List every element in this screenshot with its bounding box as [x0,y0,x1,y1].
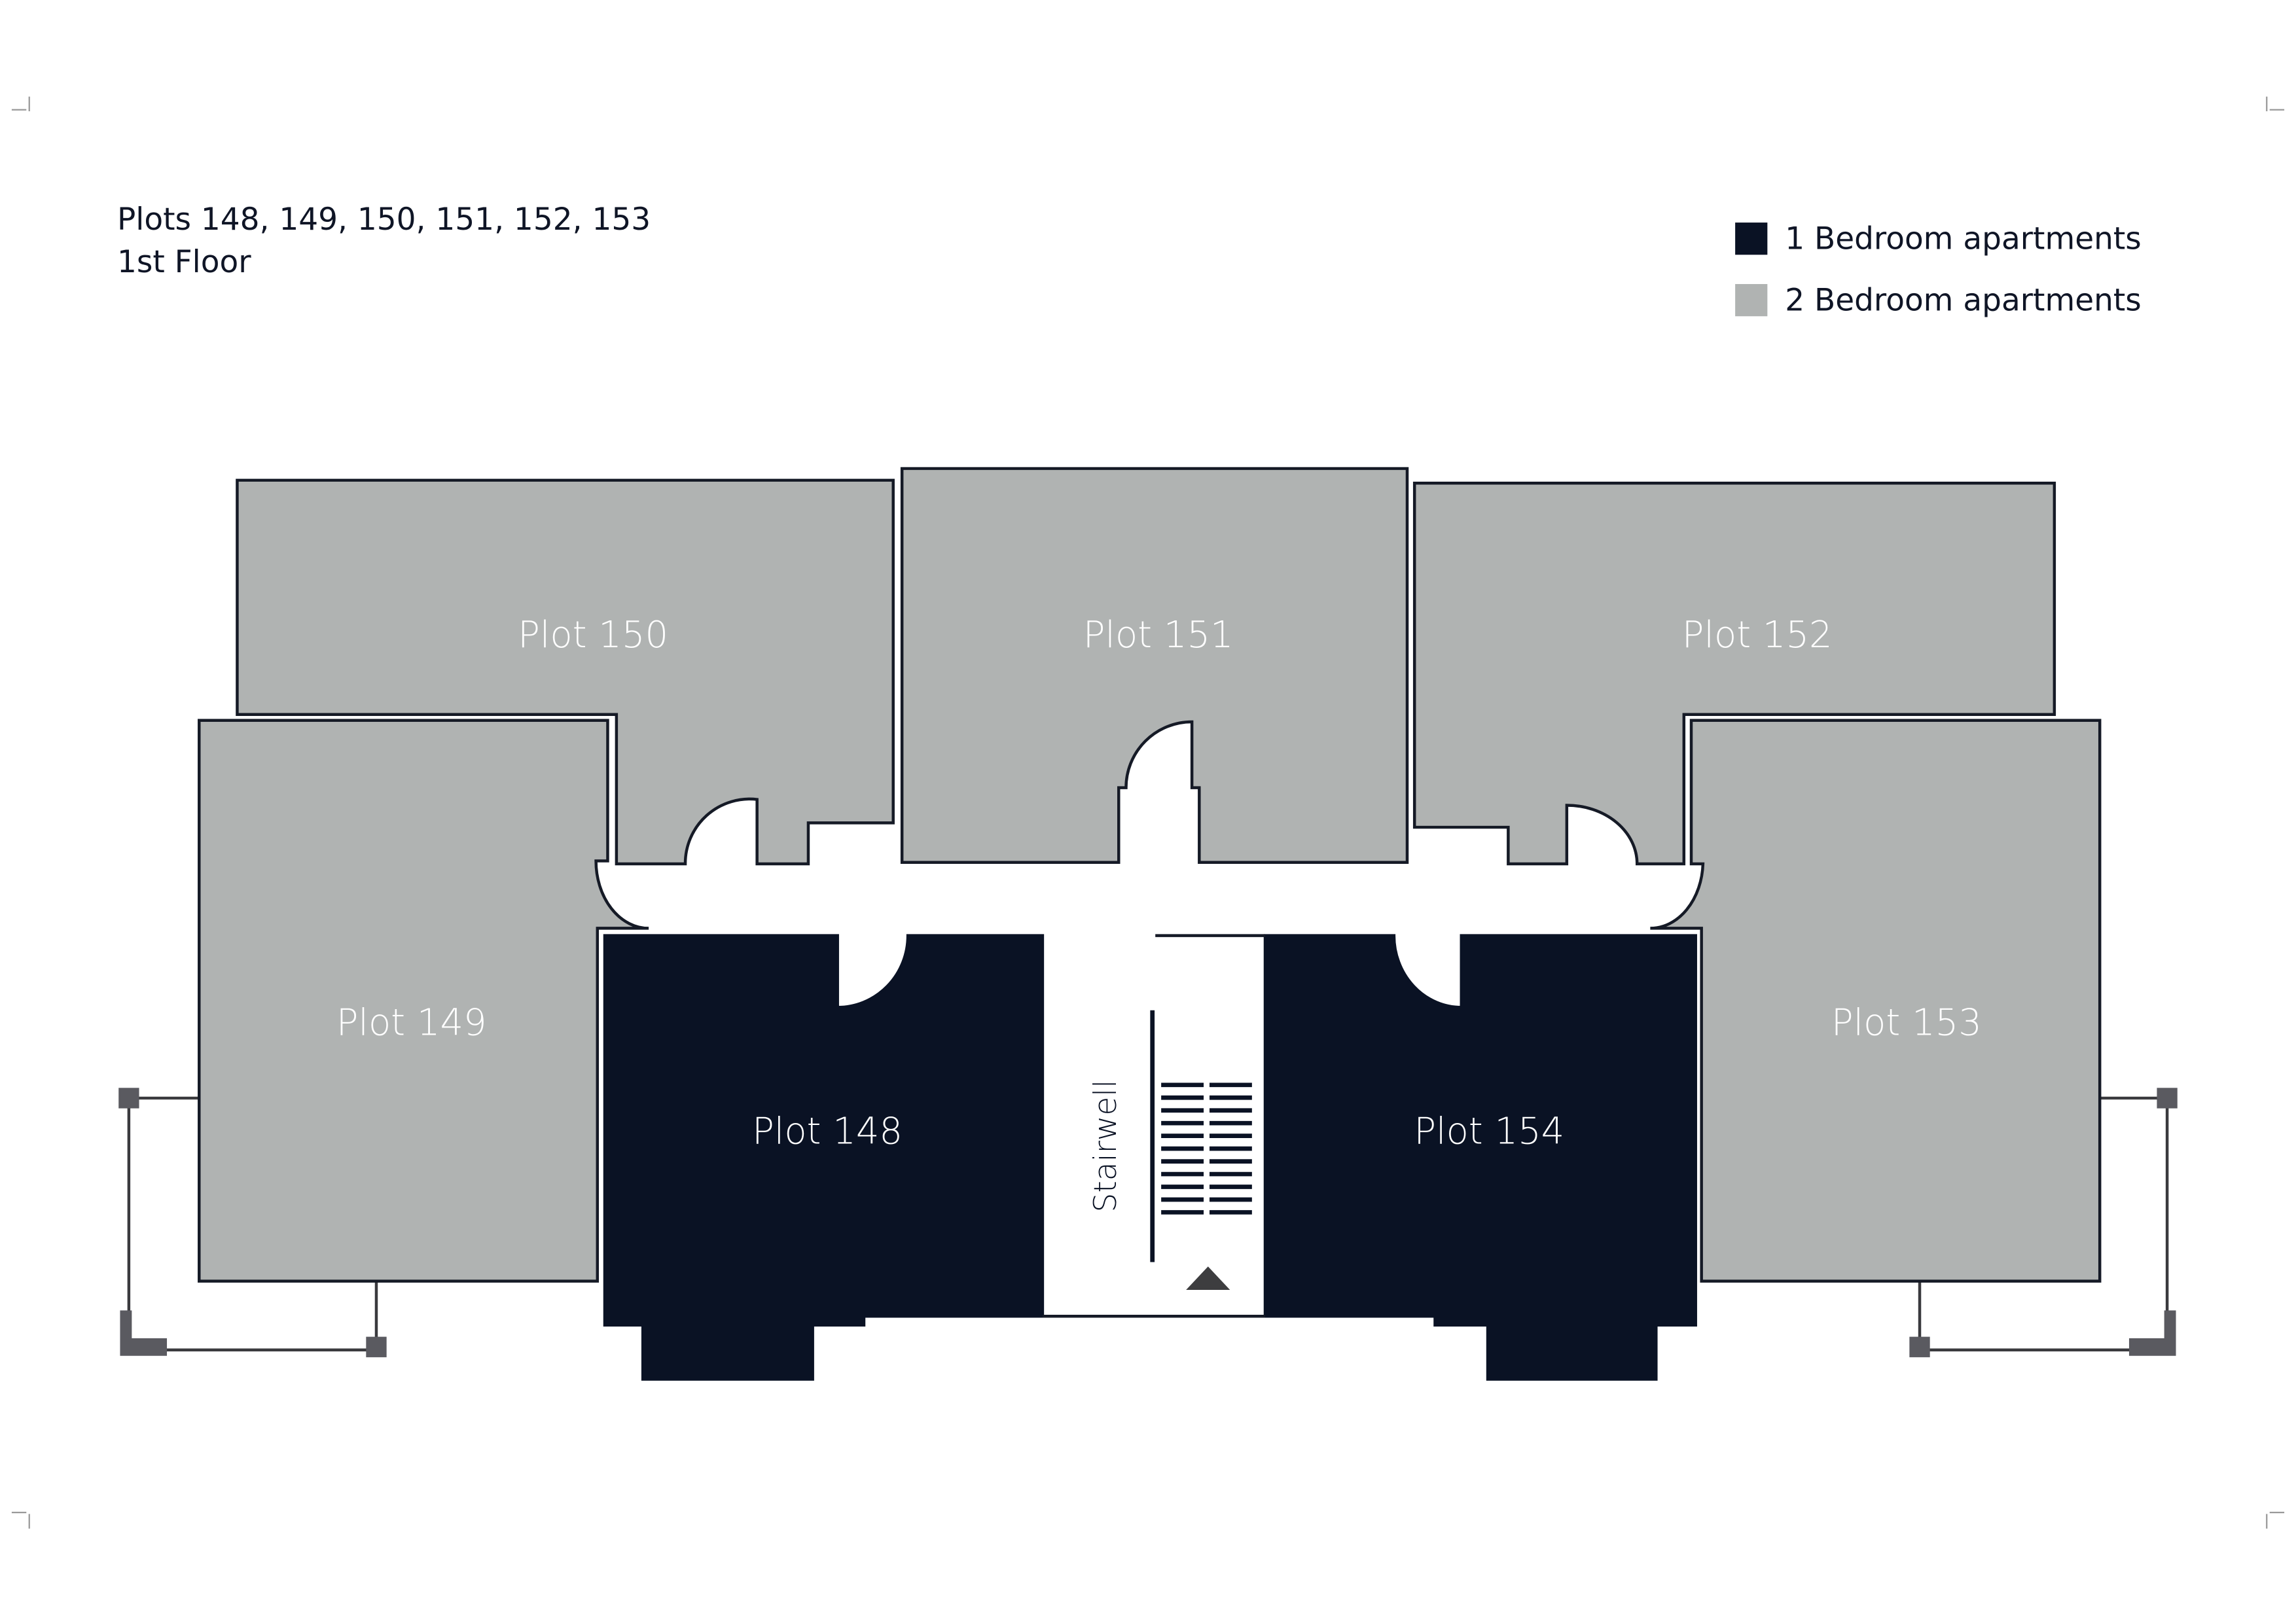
legend-label-2-bedroom: 2 Bedroom apartments [1785,282,2142,318]
plot-152-label: Plot 152 [1682,614,1833,656]
plot-152[interactable] [1412,482,2056,866]
stairwell: Stairwell [1042,934,1265,1318]
plot-153[interactable] [1650,719,2102,1283]
plot-154[interactable] [1263,934,1697,1381]
plot-154-label: Plot 154 [1414,1110,1564,1152]
floor-heading: 1st Floor [117,244,251,280]
plot-149-label: Plot 149 [336,1002,487,1044]
legend-swatch-1-bedroom [1735,223,1768,255]
plots-heading: Plots 148, 149, 150, 151, 152, 153 [117,202,651,238]
plot-148[interactable] [603,934,1045,1381]
legend-label-1-bedroom: 1 Bedroom apartments [1785,221,2142,257]
plot-148-label: Plot 148 [752,1110,903,1152]
plot-151[interactable] [900,467,1409,864]
crop-marks [11,96,2285,1529]
legend: 1 Bedroom apartments 2 Bedroom apartment… [1735,221,2142,318]
balcony-left [118,1088,387,1357]
plot-149[interactable] [198,719,649,1283]
up-arrow-icon [1186,1266,1230,1291]
stairwell-label: Stairwell [1088,1080,1124,1213]
plot-153-label: Plot 153 [1831,1002,1982,1044]
plot-150-label: Plot 150 [518,614,668,656]
plot-150[interactable] [236,478,895,866]
plot-151-label: Plot 151 [1083,614,1234,656]
stair-treads [1161,1082,1252,1215]
balcony-right [1909,1088,2178,1357]
legend-swatch-2-bedroom [1735,284,1768,317]
